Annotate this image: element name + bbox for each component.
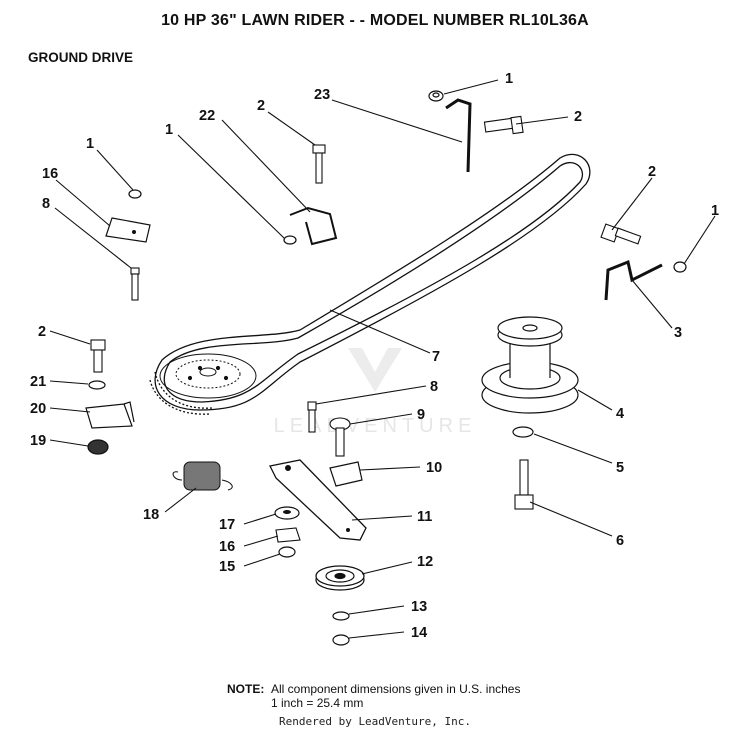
belt-pulley bbox=[159, 353, 257, 399]
watermark-text: LEADVENTURE bbox=[274, 415, 477, 437]
hex-nut-14 bbox=[332, 634, 350, 646]
watermark: LEADVENTURE bbox=[274, 348, 477, 437]
bolt-right bbox=[600, 223, 642, 245]
callout-15: 15 bbox=[219, 559, 235, 575]
callout-19: 19 bbox=[30, 433, 46, 449]
bolt-left-lower bbox=[90, 339, 106, 373]
hex-nut-19 bbox=[87, 439, 109, 455]
hex-nut-left bbox=[128, 189, 142, 199]
hex-nut-22 bbox=[283, 235, 297, 245]
section-subtitle: GROUND DRIVE bbox=[28, 50, 134, 65]
callout-6: 6 bbox=[616, 533, 624, 549]
bolt-6 bbox=[514, 459, 534, 510]
callout-11: 11 bbox=[417, 509, 432, 525]
engine-pulley-4 bbox=[481, 316, 579, 414]
callout-1-farleft: 1 bbox=[86, 136, 94, 152]
bolt-top bbox=[483, 115, 524, 135]
bracket-20 bbox=[85, 401, 135, 429]
render-credit: Rendered by LeadVenture, Inc. bbox=[278, 715, 472, 728]
callout-3: 3 bbox=[674, 325, 682, 341]
stud-8-center bbox=[307, 401, 317, 433]
callout-numbers: 1 2 23 1 22 2 1 16 8 2 1 3 2 21 20 19 7 … bbox=[30, 71, 719, 641]
idler-arm-11 bbox=[269, 459, 367, 541]
diagram-title: 10 HP 36" LAWN RIDER - - MODEL NUMBER RL… bbox=[161, 12, 589, 29]
callout-18: 18 bbox=[143, 507, 159, 523]
washer-21 bbox=[88, 380, 106, 390]
callout-5: 5 bbox=[616, 460, 624, 476]
callout-2-right: 2 bbox=[648, 164, 656, 180]
callout-21: 21 bbox=[30, 374, 46, 390]
washer-5 bbox=[512, 426, 534, 438]
note-line-1: All component dimensions given in U.S. i… bbox=[271, 682, 521, 696]
watermark-logo-icon bbox=[348, 348, 402, 392]
callout-1-right: 1 bbox=[711, 203, 719, 219]
carriage-bolt-9 bbox=[329, 417, 351, 457]
stud-8-left bbox=[130, 267, 140, 301]
bracket-22 bbox=[289, 206, 338, 246]
callout-8-left: 8 bbox=[42, 196, 50, 212]
leader-lines bbox=[49, 79, 716, 639]
bracket-3 bbox=[604, 259, 663, 301]
callout-23: 23 bbox=[314, 87, 330, 103]
callout-12: 12 bbox=[417, 554, 433, 570]
hex-nut-top bbox=[428, 90, 444, 102]
bolt-22 bbox=[312, 144, 326, 184]
spring-18 bbox=[172, 461, 233, 491]
callout-13: 13 bbox=[411, 599, 427, 615]
callout-16-upper: 16 bbox=[42, 166, 58, 182]
dimension-note: NOTE: All component dimensions given in U… bbox=[227, 682, 520, 710]
callout-14: 14 bbox=[411, 625, 427, 641]
hex-nut-15 bbox=[278, 546, 296, 558]
callout-22: 22 bbox=[199, 108, 215, 124]
note-line-2: 1 inch = 25.4 mm bbox=[271, 696, 364, 710]
callout-8-center: 8 bbox=[430, 379, 438, 395]
clip-16-lower bbox=[275, 527, 301, 543]
callout-2-left: 2 bbox=[257, 98, 265, 114]
callout-16-lower: 16 bbox=[219, 539, 235, 555]
callout-10: 10 bbox=[426, 460, 442, 476]
callout-1-left: 1 bbox=[165, 122, 173, 138]
callout-1-top: 1 bbox=[505, 71, 513, 87]
note-label: NOTE: bbox=[227, 682, 265, 696]
drive-belt bbox=[149, 153, 591, 415]
bracket-23 bbox=[445, 98, 472, 173]
callout-20: 20 bbox=[30, 401, 46, 417]
washer-13 bbox=[332, 611, 350, 621]
callout-7: 7 bbox=[432, 349, 440, 365]
idler-pulley-12 bbox=[315, 565, 365, 591]
callout-2-lower: 2 bbox=[38, 324, 46, 340]
bracket-10 bbox=[329, 461, 363, 487]
clip-16 bbox=[105, 217, 151, 243]
callout-9: 9 bbox=[417, 407, 425, 423]
callout-2-top: 2 bbox=[574, 109, 582, 125]
callout-4: 4 bbox=[616, 406, 624, 422]
hex-nut-right bbox=[673, 261, 687, 273]
callout-17: 17 bbox=[219, 517, 235, 533]
